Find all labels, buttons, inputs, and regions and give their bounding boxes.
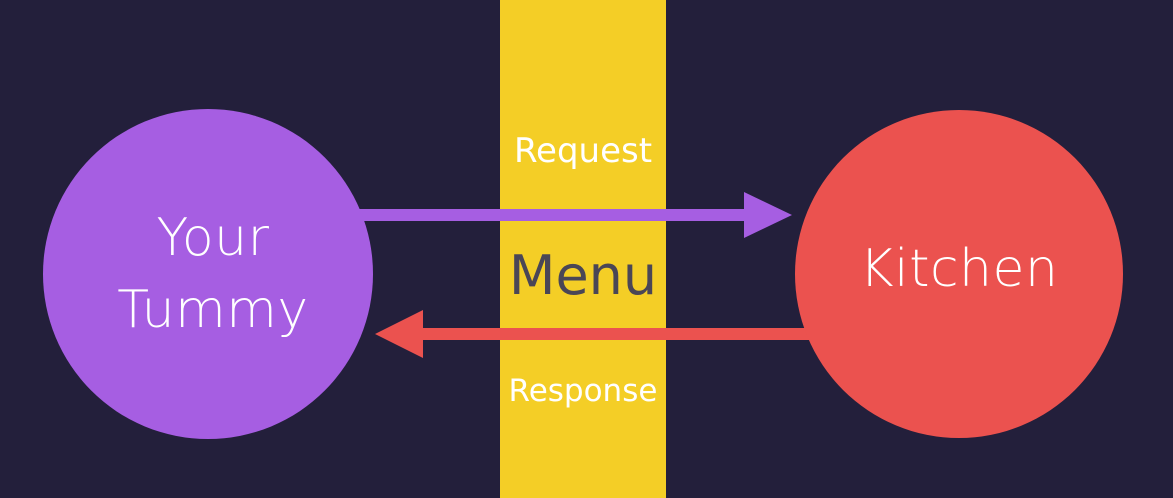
your-tummy-label: Your Tummy	[117, 208, 309, 340]
kitchen-node: Kitchen	[795, 110, 1123, 438]
request-arrow-shaft	[330, 209, 750, 221]
menu-stripe	[500, 0, 666, 498]
response-arrow-shaft	[418, 328, 818, 340]
kitchen-label: Kitchen	[859, 239, 1059, 299]
menu-label: Menu	[508, 244, 658, 307]
response-arrow-head	[375, 310, 423, 358]
request-arrow	[330, 192, 792, 238]
request-label: Request	[513, 131, 653, 171]
your-tummy-node: Your Tummy	[43, 109, 373, 439]
request-arrow-head	[744, 192, 792, 238]
response-label: Response	[508, 373, 658, 409]
response-arrow	[375, 310, 818, 358]
